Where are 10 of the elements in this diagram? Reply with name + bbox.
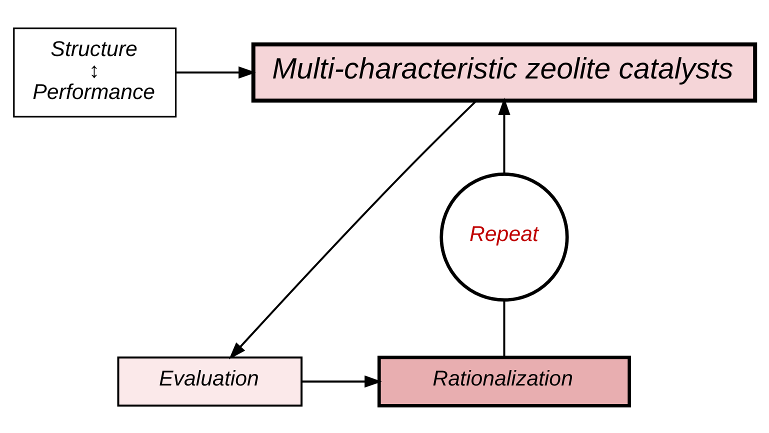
arrow xyxy=(498,97,510,174)
node-box: Rationalization xyxy=(377,355,632,407)
node-box: Evaluation xyxy=(117,356,303,406)
arrow xyxy=(302,374,382,388)
arrow xyxy=(228,100,478,359)
connector xyxy=(503,300,506,357)
arrow xyxy=(176,66,256,78)
node-box: Structure ↕ Performance xyxy=(13,27,177,117)
node-circle: Repeat xyxy=(440,172,569,302)
node-box: Multi-characteristic zeolite catalysts xyxy=(251,42,758,102)
